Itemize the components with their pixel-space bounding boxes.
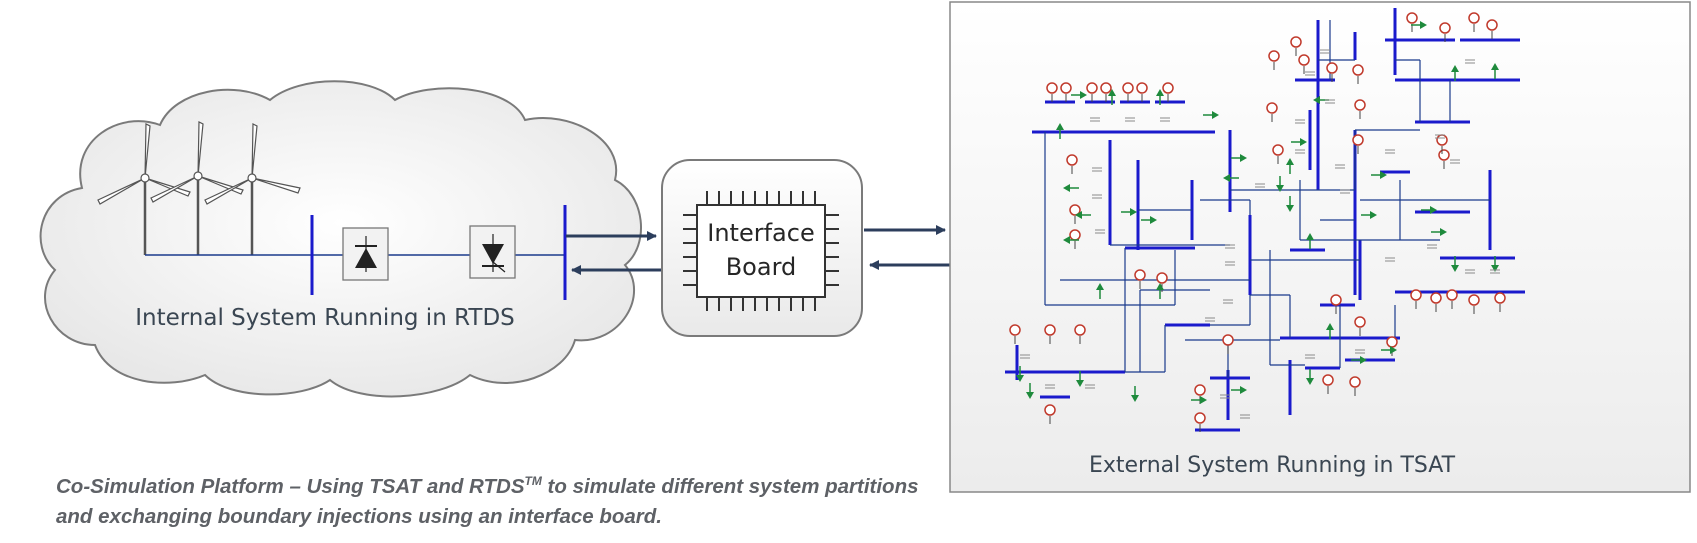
generator-icon: [1194, 384, 1206, 396]
load-arrow-icon: [1156, 283, 1164, 290]
load-arrow-icon: [1223, 174, 1230, 182]
external-system-label: External System Running in TSAT: [1089, 453, 1456, 478]
chip-icon: [683, 191, 839, 311]
load-arrow-icon: [1326, 323, 1334, 330]
generator-icon: [1298, 54, 1310, 66]
generator-icon: [1326, 62, 1338, 74]
load-arrow-icon: [1016, 375, 1024, 382]
load-arrow-icon: [1306, 233, 1314, 240]
generator-icon: [1122, 82, 1134, 94]
generator-icon: [1162, 82, 1174, 94]
load-arrow-icon: [1240, 386, 1247, 394]
generator-icon: [1330, 294, 1342, 306]
generator-icon: [1486, 19, 1498, 31]
load-arrow-icon: [1380, 171, 1387, 179]
generator-icon: [1272, 144, 1284, 156]
generator-icon: [1266, 102, 1278, 114]
load-arrow-icon: [1286, 205, 1294, 212]
load-arrow-icon: [1063, 236, 1070, 244]
load-arrow-icon: [1056, 123, 1064, 130]
generator-icon: [1468, 294, 1480, 306]
generator-icon: [1436, 134, 1448, 146]
load-arrow-icon: [1108, 89, 1116, 96]
load-arrow-icon: [1306, 378, 1314, 385]
generator-icon: [1268, 50, 1280, 62]
load-arrow-icon: [1491, 63, 1499, 70]
load-arrow-icon: [1370, 211, 1377, 219]
generator-icon: [1060, 82, 1072, 94]
generator-icon: [1100, 82, 1112, 94]
generator-icon: [1009, 324, 1021, 336]
generator-icon: [1046, 82, 1058, 94]
power-grid-network: [1005, 8, 1525, 432]
wind-turbine-icon: [204, 123, 301, 255]
load-arrow-icon: [1026, 392, 1034, 399]
generator-icon: [1066, 154, 1078, 166]
load-arrow-icon: [1063, 184, 1070, 192]
generator-icon: [1222, 334, 1234, 346]
generator-icon: [1354, 99, 1366, 111]
load-arrow-icon: [1390, 346, 1397, 354]
load-arrow-icon: [1313, 96, 1320, 104]
generator-icon: [1386, 336, 1398, 348]
load-arrow-icon: [1131, 395, 1139, 402]
generator-icon: [1446, 289, 1458, 301]
load-arrow-icon: [1212, 111, 1219, 119]
interface-board-label-line1: Interface: [707, 219, 814, 247]
load-arrow-icon: [1491, 265, 1499, 272]
generator-icon: [1430, 292, 1442, 304]
generator-icon: [1494, 292, 1506, 304]
load-arrow-icon: [1420, 21, 1427, 29]
load-arrow-icon: [1076, 380, 1084, 387]
generator-icon: [1156, 272, 1168, 284]
load-arrow-icon: [1075, 211, 1082, 219]
load-arrow-icon: [1240, 154, 1247, 162]
generator-icon: [1352, 64, 1364, 76]
generator-icon: [1074, 324, 1086, 336]
generator-icon: [1086, 82, 1098, 94]
load-arrow-icon: [1440, 228, 1447, 236]
rectifier-icon: [342, 227, 389, 281]
generator-icon: [1410, 289, 1422, 301]
interface-board-label-line2: Board: [726, 253, 797, 281]
inverter-icon: [469, 225, 516, 279]
wind-turbine-icon: [97, 123, 191, 255]
load-arrow-icon: [1130, 208, 1137, 216]
internal-system-label: Internal System Running in RTDS: [135, 305, 515, 331]
generator-icon: [1044, 404, 1056, 416]
load-arrow-icon: [1430, 206, 1437, 214]
load-arrow-icon: [1360, 356, 1367, 364]
generator-icon: [1354, 316, 1366, 328]
internal-system-cloud: Internal System Running in RTDS: [39, 80, 642, 398]
generator-icon: [1044, 324, 1056, 336]
load-arrow-icon: [1156, 89, 1164, 96]
load-arrow-icon: [1150, 216, 1157, 224]
generator-icon: [1069, 229, 1081, 241]
load-arrow-icon: [1276, 185, 1284, 192]
generator-icon: [1349, 376, 1361, 388]
generator-icon: [1438, 149, 1450, 161]
interface-board: Interface Board: [661, 159, 863, 337]
load-arrow-icon: [1451, 65, 1459, 72]
generator-icon: [1406, 12, 1418, 24]
load-arrow-icon: [1451, 265, 1459, 272]
external-system-panel: External System Running in TSAT: [949, 1, 1691, 493]
generator-icon: [1322, 374, 1334, 386]
generator-icon: [1136, 82, 1148, 94]
figure-caption: Co-Simulation Platform – Using TSAT and …: [56, 474, 919, 528]
generator-icon: [1352, 134, 1364, 146]
load-arrow-icon: [1286, 158, 1294, 165]
generator-icon: [1134, 269, 1146, 281]
load-arrow-icon: [1200, 396, 1207, 404]
load-arrow-icon: [1300, 138, 1307, 146]
generator-icon: [1468, 12, 1480, 24]
load-arrow-icon: [1080, 91, 1087, 99]
generator-icon: [1194, 412, 1206, 424]
load-arrow-icon: [1096, 283, 1104, 290]
generator-icon: [1290, 36, 1302, 48]
generator-icon: [1439, 22, 1451, 34]
